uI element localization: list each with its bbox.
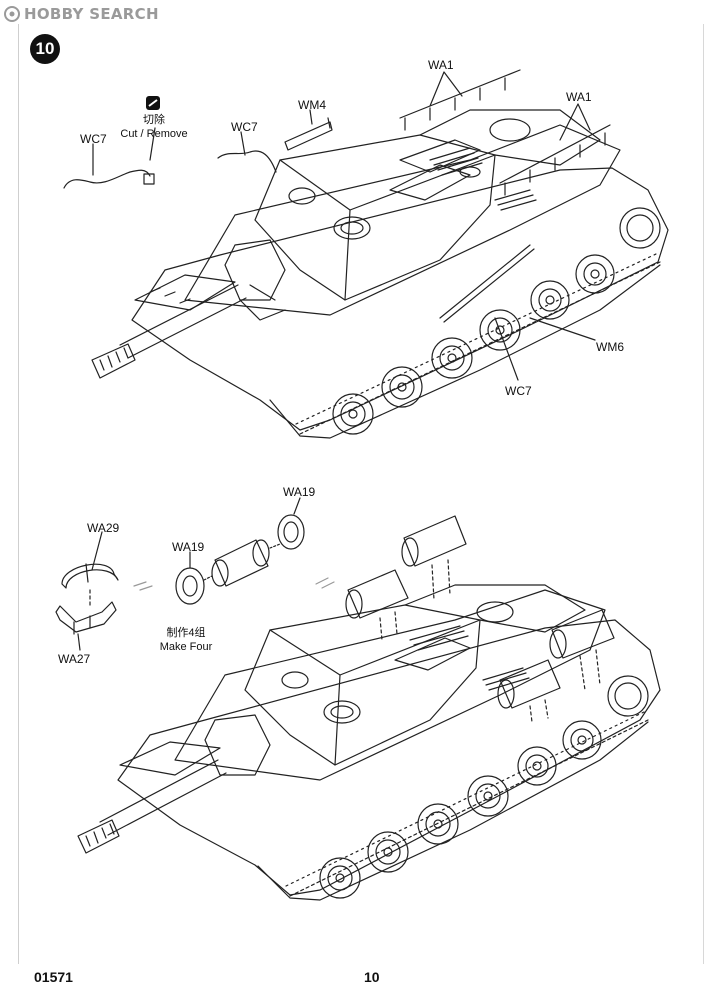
hobby-search-logo-icon: [4, 6, 20, 22]
make-note-en: Make Four: [159, 641, 213, 653]
callout-wc7-left: WC7: [80, 132, 107, 146]
page-number: 10: [364, 969, 380, 985]
callout-wc7-top: WC7: [231, 120, 258, 134]
callout-wa19-left: WA19: [172, 540, 205, 554]
cut-remove-note: 切除 Cut / Remove: [118, 113, 190, 141]
callout-wa1-right: WA1: [566, 90, 592, 104]
callout-wc7-bottom: WC7: [505, 384, 532, 398]
page-frame: [18, 24, 704, 964]
callout-wa27: WA27: [58, 652, 91, 666]
product-code: 01571: [34, 969, 73, 985]
hobby-search-watermark: HOBBY SEARCH: [4, 4, 159, 24]
cut-note-en: Cut / Remove: [120, 128, 188, 140]
step-number-badge: 10: [30, 34, 60, 64]
cut-note-cn: 切除: [143, 114, 165, 126]
callout-wa29: WA29: [87, 521, 120, 535]
make-note-cn: 制作4组: [166, 627, 206, 639]
step-number: 10: [35, 39, 55, 58]
lower-vehicle-drawing: [55, 497, 661, 901]
callout-wa19-right: WA19: [283, 485, 316, 499]
callout-wa1-left: WA1: [428, 58, 454, 72]
callout-wm4: WM4: [298, 98, 326, 112]
watermark-text: HOBBY SEARCH: [24, 5, 159, 23]
make-four-note: 制作4组 Make Four: [146, 626, 226, 654]
callout-wm6: WM6: [596, 340, 624, 354]
cut-symbol-icon: [146, 96, 160, 110]
upper-vehicle-drawing: [63, 69, 669, 439]
